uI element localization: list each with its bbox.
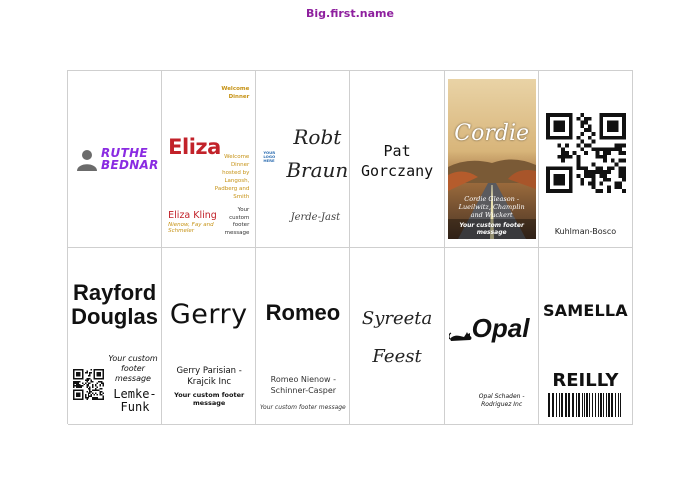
badge-name: Romeo (265, 300, 341, 325)
badge-name: Cordie (454, 121, 530, 146)
badge-first-name: Pat (383, 142, 411, 160)
badge-last-name: Braun (286, 158, 349, 182)
badge-footer: Your custom footer message (459, 222, 524, 236)
badge-company: Jerde-Jast (290, 212, 341, 223)
badge-card-pat[interactable]: Pat Gorczany (350, 71, 445, 248)
badge-card-kuhlman[interactable]: Kuhlman-Bosco (538, 71, 633, 248)
badge-name: Opal (471, 313, 530, 343)
badge-grid: RUTHE BEDNAR Welcome Dinner Eliza Welcom… (67, 70, 633, 425)
badge-card-cordie[interactable]: Cordie Cordie Gleason - Lueilwitz, Champ… (444, 71, 539, 248)
badge-company: Opal Schaden - Rodriguez Inc (478, 393, 525, 408)
badge-company: Gerry Parisian - Krajcik Inc (176, 366, 242, 387)
badge-card-eliza[interactable]: Welcome Dinner Eliza Welcome Dinner host… (162, 71, 257, 248)
badge-company: Kuhlman-Bosco (554, 227, 617, 236)
badge-last-name: Gorczany (360, 162, 434, 180)
badge-footer: Your custom footer message (224, 207, 250, 236)
badge-first-name: Syreeta (361, 308, 433, 329)
badge-company: Romeo Nienow - Schinner-Casper (270, 375, 337, 395)
badge-footer: Your custom footer message (108, 354, 158, 383)
badge-company: Nienow, Fay and Schmeler (168, 222, 214, 234)
badge-card-gerry[interactable]: Gerry Gerry Parisian - Krajcik Inc Your … (162, 248, 257, 425)
badge-card-robt[interactable]: YOUR LOGO HERE Robt Braun Jerde-Jast (256, 71, 351, 248)
badge-footer: Your custom footer message (260, 404, 346, 411)
badge-full-name: Eliza Kling (168, 210, 217, 221)
badge-card-rayford[interactable]: Rayford Douglas Your custom footer messa… (68, 248, 163, 425)
badge-name: Gerry (169, 299, 248, 330)
page-title: Big.first.name (306, 7, 394, 20)
badge-company: Lemke-Funk (113, 387, 157, 414)
badge-card-opal[interactable]: Opal Opal Schaden - Rodriguez Inc (444, 248, 539, 425)
badge-card-samella[interactable]: SAMELLA REILLY (538, 248, 633, 425)
qr-code-icon (545, 113, 626, 193)
badge-footer: Your custom footer message (174, 391, 245, 407)
road-landscape-photo (447, 79, 536, 239)
badge-last-name: REILLY (552, 370, 619, 391)
event-host-text: Welcome Dinner hosted by Langosh, Padber… (214, 154, 250, 200)
badge-company: Cordie Gleason - Lueilwitz, Champlin and… (458, 195, 525, 219)
badge-card-romeo[interactable]: Romeo Romeo Nienow - Schinner-Casper You… (256, 248, 351, 425)
event-title: Welcome Dinner (221, 86, 250, 100)
badge-card-ruthe[interactable]: RUTHE BEDNAR (68, 71, 163, 248)
logo-placeholder: YOUR LOGO HERE (263, 150, 276, 164)
barcode-icon (547, 393, 621, 417)
badge-card-syreeta[interactable]: Syreeta Feest (350, 248, 445, 425)
badge-first-name: Rayford (73, 280, 157, 305)
badge-last-name: Feest (372, 346, 422, 367)
badge-first-name: Robt (293, 125, 342, 149)
qr-code-icon (73, 369, 104, 400)
person-silhouette-icon (77, 150, 97, 171)
badge-first-name: SAMELLA (542, 301, 628, 320)
cat-silhouette-icon (448, 332, 472, 341)
badge-first-name: Eliza (168, 135, 221, 159)
badge-name: RUTHE BEDNAR (101, 146, 159, 172)
badge-name: Pat Gorczany (350, 141, 443, 181)
badge-last-name: Douglas (71, 304, 158, 329)
